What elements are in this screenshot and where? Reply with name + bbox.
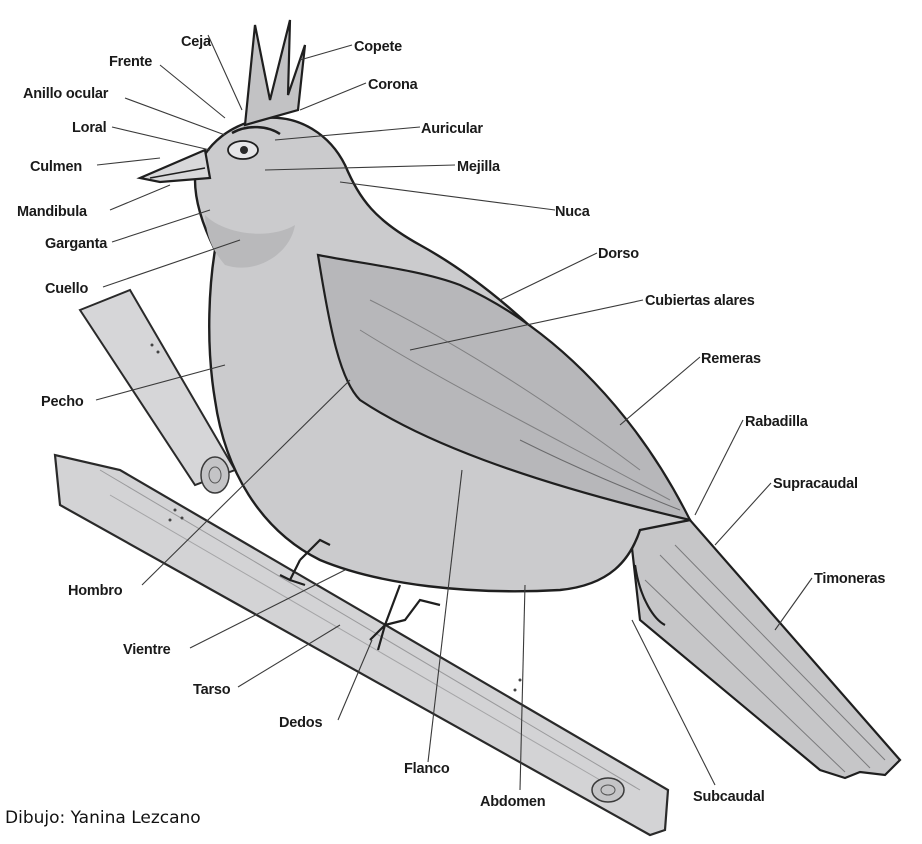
label-rabadilla: Rabadilla — [745, 414, 809, 430]
label-abdomen: Abdomen — [480, 794, 545, 810]
label-vientre: Vientre — [123, 642, 171, 658]
label-garganta: Garganta — [45, 236, 108, 252]
label-anillo-ocular: Anillo ocular — [23, 86, 109, 102]
label-cuello: Cuello — [45, 281, 88, 297]
label-mandibula: Mandibula — [17, 204, 88, 220]
label-loral: Loral — [72, 120, 106, 136]
label-dorso: Dorso — [598, 246, 639, 262]
label-subcaudal: Subcaudal — [693, 789, 765, 805]
illustration-credit: Dibujo: Yanina Lezcano — [5, 808, 201, 828]
label-tarso: Tarso — [193, 682, 231, 698]
label-flanco: Flanco — [404, 761, 450, 777]
label-dedos: Dedos — [279, 715, 322, 731]
label-nuca: Nuca — [555, 204, 591, 220]
label-auricular: Auricular — [421, 121, 483, 137]
label-mejilla: Mejilla — [457, 159, 501, 175]
label-culmen: Culmen — [30, 159, 82, 175]
label-copete: Copete — [354, 39, 402, 55]
label-hombro: Hombro — [68, 583, 123, 599]
label-frente: Frente — [109, 54, 152, 70]
label-supracaudal: Supracaudal — [773, 476, 858, 492]
label-pecho: Pecho — [41, 394, 84, 410]
label-ceja: Ceja — [181, 34, 212, 50]
tail-illustration — [630, 520, 900, 778]
label-remeras: Remeras — [701, 351, 761, 367]
label-cubiertas-alares: Cubiertas alares — [645, 293, 755, 309]
label-timoneras: Timoneras — [814, 571, 885, 587]
label-corona: Corona — [368, 77, 419, 93]
